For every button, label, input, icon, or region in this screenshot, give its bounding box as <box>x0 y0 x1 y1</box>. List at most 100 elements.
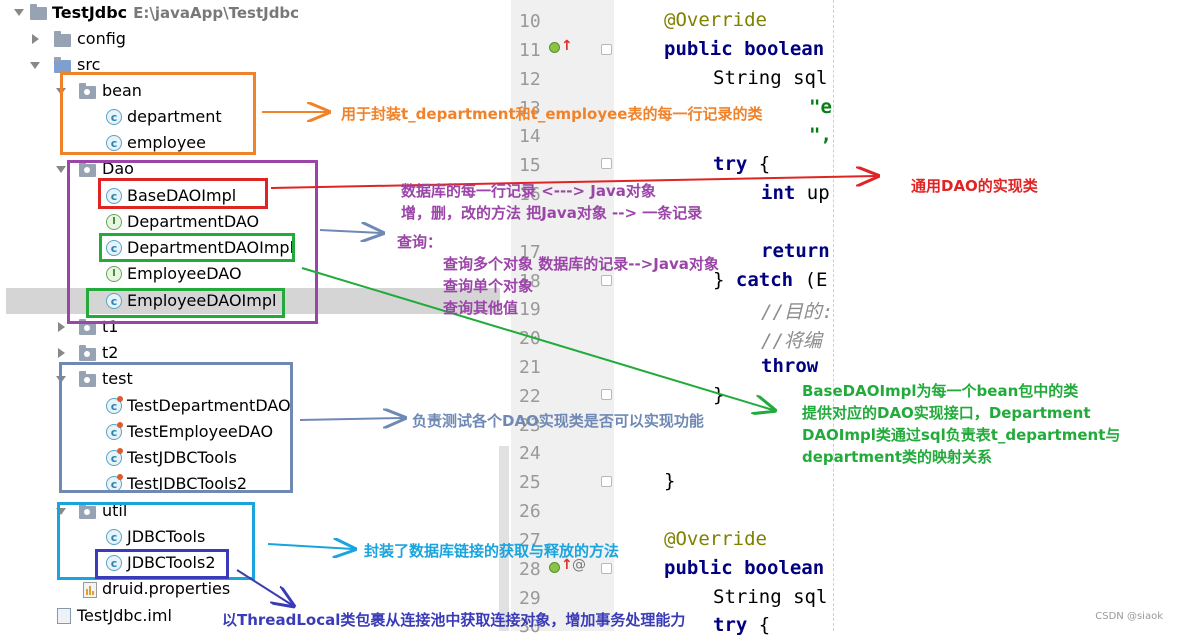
module-file-icon <box>57 608 71 624</box>
fold-marker-icon[interactable] <box>601 158 612 169</box>
note-util: 封装了数据库链接的获取与释放的方法 <box>364 542 620 560</box>
line-number: 24 <box>519 443 541 464</box>
package-icon <box>79 83 96 99</box>
tree-label: src <box>77 55 101 74</box>
note-query-single: 查询单个对象 <box>443 277 534 295</box>
line-number: 10 <box>519 11 541 32</box>
implements-marker-icon[interactable] <box>549 562 560 573</box>
note-dao-line1: 数据库的每一行记录 <---> Java对象 <box>401 182 656 200</box>
properties-file-icon <box>83 582 97 598</box>
editor-right-margin-guide <box>833 0 835 631</box>
code-editor[interactable]: 10 11 12 13 14 15 16 17 18 19 20 21 22 2… <box>511 0 833 637</box>
class-icon: c <box>106 555 122 571</box>
tree-label: EmployeeDAO <box>127 264 242 283</box>
tree-label: BaseDAOImpl <box>127 186 237 205</box>
note-query-other: 查询其他值 <box>443 299 519 317</box>
chevron-down-icon[interactable] <box>56 166 66 173</box>
note-generic-dao: 通用DAO的实现类 <box>911 177 1038 195</box>
tree-label: DepartmentDAOImpl <box>127 238 295 257</box>
at-marker-icon[interactable]: @ <box>572 557 586 573</box>
tree-scrollbar[interactable] <box>499 446 509 631</box>
line-gutter: 10 11 12 13 14 15 16 17 18 19 20 21 22 2… <box>511 0 614 637</box>
tree-label: department <box>127 107 222 126</box>
tree-label: TestDepartmentDAO <box>127 396 291 415</box>
tree-label: TestEmployeeDAO <box>127 422 274 441</box>
package-icon <box>79 161 96 177</box>
chevron-right-icon[interactable] <box>58 322 65 332</box>
chevron-down-icon[interactable] <box>14 9 24 16</box>
tree-label: test <box>102 369 133 388</box>
code-line: } catch (E <box>713 269 828 291</box>
package-icon <box>79 503 96 519</box>
fold-marker-icon[interactable] <box>601 563 612 574</box>
line-number: 27 <box>519 530 541 551</box>
interface-icon: I <box>106 266 122 282</box>
chevron-down-icon[interactable] <box>56 508 66 515</box>
line-number: 28 <box>519 559 541 580</box>
arrow-jdbc-tools2 <box>236 569 292 605</box>
tree-label: bean <box>102 81 142 100</box>
note-green-line4: department类的映射关系 <box>802 448 992 466</box>
tree-label: EmployeeDAOImpl <box>127 291 277 310</box>
arrow-dao-impl <box>301 267 773 410</box>
arrow-dao <box>319 230 381 233</box>
interface-icon: I <box>106 214 122 230</box>
chevron-right-icon[interactable] <box>58 348 65 358</box>
line-number: 22 <box>519 386 541 407</box>
line-number: 17 <box>519 242 541 263</box>
chevron-right-icon[interactable] <box>32 34 39 44</box>
code-line: int up <box>761 182 830 204</box>
note-green-line3: DAOImpl类通过sql负责表t_department与 <box>802 426 1121 444</box>
note-green-line1: BaseDAOImpl为每一个bean包中的类 <box>802 382 1079 400</box>
tree-label: DepartmentDAO <box>127 212 260 231</box>
note-dao-line2: 增，删，改的方法 把Java对象 --> 一条记录 <box>401 204 703 222</box>
tree-label: druid.properties <box>102 579 231 598</box>
code-line: ", <box>809 124 832 146</box>
test-class-icon: c <box>106 396 123 414</box>
source-folder-icon <box>54 57 71 73</box>
code-line: throw <box>761 355 819 377</box>
line-number: 14 <box>519 126 541 147</box>
package-icon <box>79 371 96 387</box>
code-line: return <box>761 240 830 262</box>
line-number: 18 <box>519 271 541 292</box>
arrow-base-dao <box>270 176 876 189</box>
implements-marker-icon[interactable] <box>549 42 560 53</box>
tree-label: TestJDBCTools <box>127 448 237 467</box>
code-line: } <box>664 470 676 492</box>
fold-marker-icon[interactable] <box>601 389 612 400</box>
class-icon: c <box>106 293 122 309</box>
line-number: 11 <box>519 40 541 61</box>
line-number: 15 <box>519 155 541 176</box>
test-class-icon: c <box>106 422 123 440</box>
code-line: public boolean <box>664 557 825 579</box>
tree-label: t2 <box>102 343 119 362</box>
override-arrow-icon[interactable]: ↑ <box>561 557 573 573</box>
line-number: 21 <box>519 357 541 378</box>
employee-dao-impl-highlight-box <box>86 288 285 318</box>
override-arrow-icon[interactable]: ↑ <box>561 38 573 54</box>
tree-label: JDBCTools <box>127 527 206 546</box>
note-threadlocal: 以ThreadLocal类包裹从连接池中获取连接对象，增加事务处理能力 <box>222 611 686 629</box>
line-number: 29 <box>519 588 541 609</box>
fold-marker-icon[interactable] <box>601 275 612 286</box>
line-number: 16 <box>519 184 541 205</box>
tree-label: config <box>77 29 126 48</box>
package-icon <box>79 345 96 361</box>
class-icon: c <box>106 529 122 545</box>
test-highlight-box <box>59 362 293 493</box>
dao-highlight-box <box>67 160 318 324</box>
tree-label: TestJdbc.iml <box>77 606 172 625</box>
class-icon: c <box>106 109 122 125</box>
code-line: //将编 <box>761 330 822 352</box>
fold-marker-icon[interactable] <box>601 476 612 487</box>
folder-icon <box>54 31 71 47</box>
chevron-down-icon[interactable] <box>30 62 40 69</box>
code-line: @Override <box>664 528 767 550</box>
test-class-icon: c <box>106 448 123 466</box>
fold-marker-icon[interactable] <box>601 44 612 55</box>
class-icon: c <box>106 188 122 204</box>
line-number: 25 <box>519 472 541 493</box>
tree-label: util <box>102 501 128 520</box>
